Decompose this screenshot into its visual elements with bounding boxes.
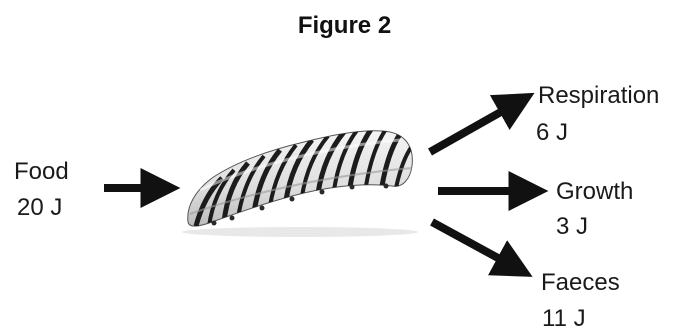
respiration-energy-value: 6 J	[536, 119, 569, 146]
caterpillar-image	[182, 130, 418, 237]
figure-title: Figure 2	[297, 12, 392, 39]
faeces-arrow	[430, 218, 533, 277]
respiration-label: Respiration	[538, 82, 660, 109]
caterpillar-legs	[211, 183, 389, 226]
food-label: Food	[14, 158, 69, 185]
growth-energy-value: 3 J	[556, 213, 589, 240]
food-energy-value: 20 J	[17, 194, 63, 221]
faeces-energy-value: 11 J	[542, 305, 586, 332]
faeces-label: Faeces	[541, 269, 620, 296]
growth-label: Growth	[556, 178, 634, 205]
respiration-arrow	[428, 92, 535, 156]
